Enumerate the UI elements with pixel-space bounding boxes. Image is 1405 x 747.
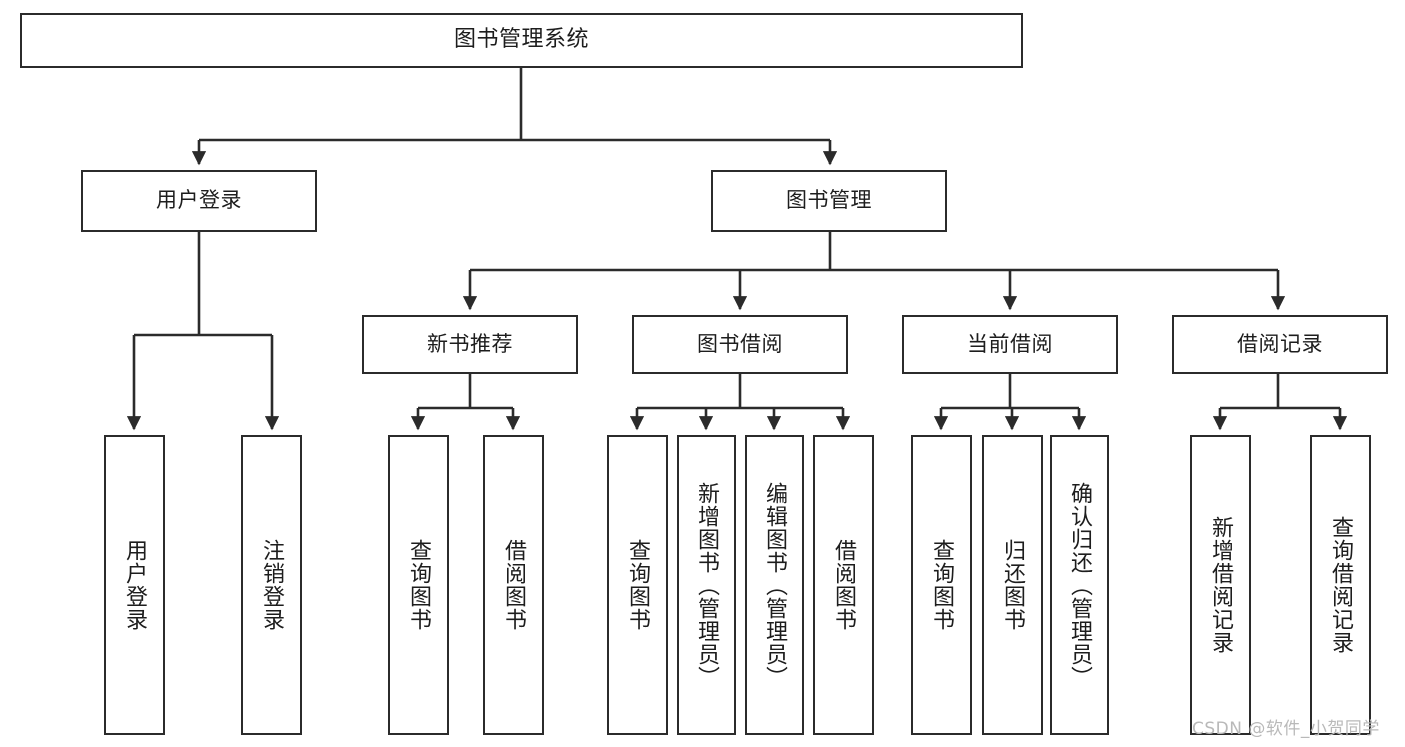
leaf-user-login-label: 用户登录	[122, 539, 148, 631]
csdn-watermark: CSDN @软件_小贺同学	[1192, 719, 1380, 739]
leaf-add-record[interactable]: 新增借阅记录	[1190, 435, 1251, 735]
node-user-login-label: 用户登录	[156, 188, 242, 213]
leaf-confirm-return-label: 确认归还（管理员）	[1067, 481, 1093, 689]
leaf-borrow-book-1-label: 借阅图书	[501, 539, 527, 631]
node-book-borrow[interactable]: 图书借阅	[632, 315, 848, 374]
leaf-confirm-return[interactable]: 确认归还（管理员）	[1050, 435, 1109, 735]
leaf-edit-book[interactable]: 编辑图书（管理员）	[745, 435, 804, 735]
leaf-query-book-1-label: 查询图书	[406, 539, 432, 631]
leaf-query-book-2-label: 查询图书	[625, 539, 651, 631]
leaf-query-book-3-label: 查询图书	[929, 539, 955, 631]
node-new-book-rec-label: 新书推荐	[427, 331, 513, 356]
node-book-manage[interactable]: 图书管理	[711, 170, 947, 232]
leaf-query-record-label: 查询借阅记录	[1328, 516, 1354, 654]
node-user-login[interactable]: 用户登录	[81, 170, 317, 232]
leaf-user-login[interactable]: 用户登录	[104, 435, 165, 735]
leaf-borrow-book-2[interactable]: 借阅图书	[813, 435, 874, 735]
leaf-query-book-1[interactable]: 查询图书	[388, 435, 449, 735]
leaf-return-book[interactable]: 归还图书	[982, 435, 1043, 735]
node-current-borrow[interactable]: 当前借阅	[902, 315, 1118, 374]
leaf-add-book-label: 新增图书（管理员）	[694, 481, 720, 689]
leaf-borrow-book-2-label: 借阅图书	[831, 539, 857, 631]
leaf-user-logout[interactable]: 注销登录	[241, 435, 302, 735]
leaf-edit-book-label: 编辑图书（管理员）	[762, 481, 788, 689]
node-root-label: 图书管理系统	[453, 27, 589, 53]
node-book-manage-label: 图书管理	[786, 188, 872, 213]
leaf-borrow-book-1[interactable]: 借阅图书	[483, 435, 544, 735]
leaf-query-record[interactable]: 查询借阅记录	[1310, 435, 1371, 735]
leaf-user-logout-label: 注销登录	[259, 539, 285, 631]
node-new-book-rec[interactable]: 新书推荐	[362, 315, 578, 374]
node-current-borrow-label: 当前借阅	[967, 331, 1053, 356]
leaf-query-book-3[interactable]: 查询图书	[911, 435, 972, 735]
leaf-add-book[interactable]: 新增图书（管理员）	[677, 435, 736, 735]
node-borrow-record[interactable]: 借阅记录	[1172, 315, 1388, 374]
leaf-return-book-label: 归还图书	[1000, 539, 1026, 631]
node-book-borrow-label: 图书借阅	[697, 331, 783, 356]
leaf-query-book-2[interactable]: 查询图书	[607, 435, 668, 735]
node-borrow-record-label: 借阅记录	[1237, 331, 1323, 356]
leaf-add-record-label: 新增借阅记录	[1208, 516, 1234, 654]
node-root[interactable]: 图书管理系统	[20, 13, 1023, 68]
